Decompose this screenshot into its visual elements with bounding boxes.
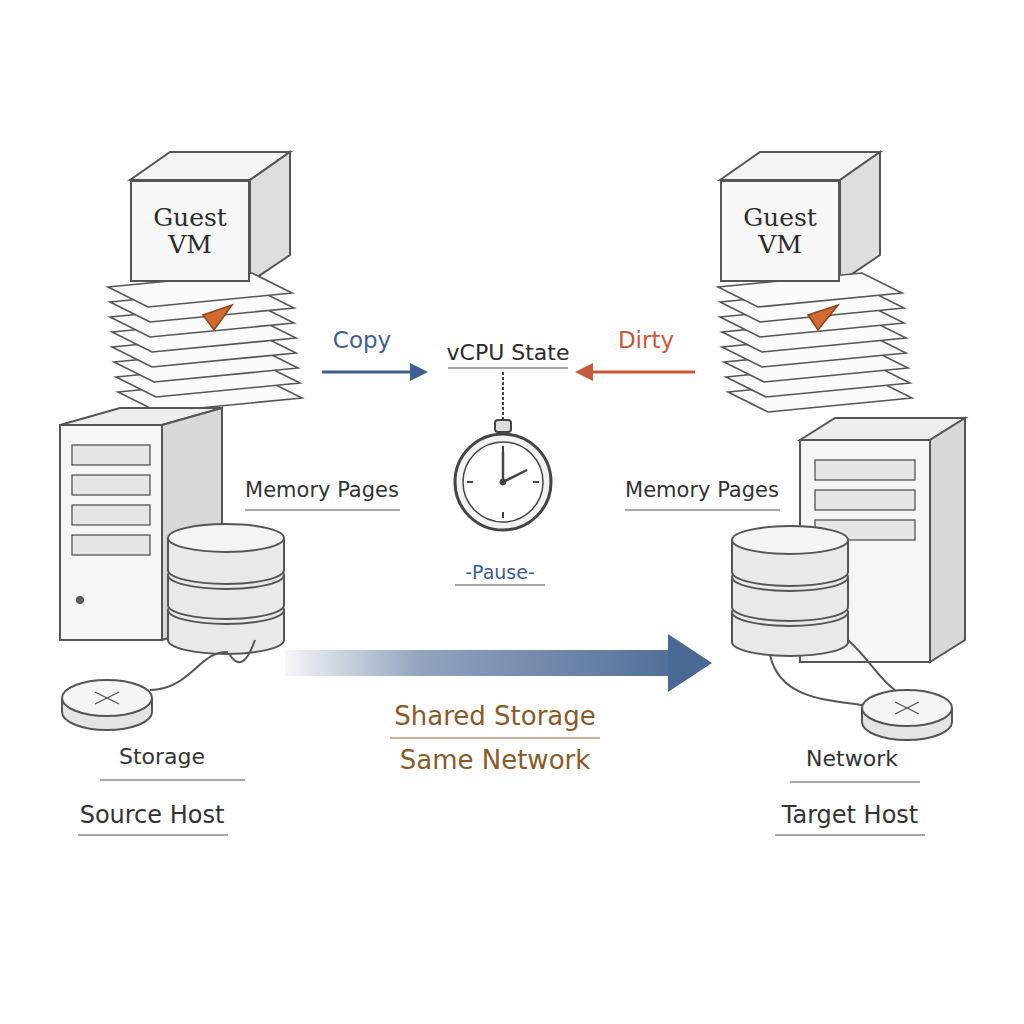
database-right bbox=[732, 526, 848, 656]
database-left bbox=[168, 524, 284, 654]
router-left bbox=[62, 640, 255, 730]
vm-cube: Guest VM bbox=[720, 180, 840, 282]
vm-text-group: Guest VM bbox=[722, 204, 838, 259]
vm-name: Guest VM bbox=[722, 204, 838, 259]
memory-label: Memory Pages bbox=[245, 478, 399, 502]
vm-name: Guest VM bbox=[132, 204, 248, 259]
router-right bbox=[770, 640, 952, 740]
link-label: Same Network bbox=[400, 745, 591, 775]
copy-arrow bbox=[322, 363, 428, 381]
cube-right-faces bbox=[720, 152, 880, 282]
dirty-arrow bbox=[575, 363, 695, 381]
stopwatch bbox=[455, 372, 551, 530]
text-underlines bbox=[78, 368, 925, 835]
vm-text-group: Guest VM bbox=[132, 204, 248, 259]
arrow-label: Copy bbox=[333, 327, 391, 353]
device-label: Network bbox=[806, 746, 898, 771]
memory-page-stack-left bbox=[108, 273, 302, 412]
pause-label: -Pause- bbox=[465, 561, 535, 583]
host-label: Target Host bbox=[782, 801, 919, 829]
vm-cube: Guest VM bbox=[130, 180, 250, 282]
arrow-label: Dirty bbox=[618, 327, 674, 353]
migration-arrow bbox=[285, 634, 712, 692]
link-label: Shared Storage bbox=[394, 701, 596, 731]
state-label: vCPU State bbox=[447, 340, 570, 365]
cube-left-faces bbox=[130, 152, 290, 282]
memory-page-stack-right bbox=[718, 273, 912, 412]
memory-label: Memory Pages bbox=[625, 478, 779, 502]
device-label: Storage bbox=[119, 744, 205, 769]
host-label: Source Host bbox=[80, 801, 225, 829]
